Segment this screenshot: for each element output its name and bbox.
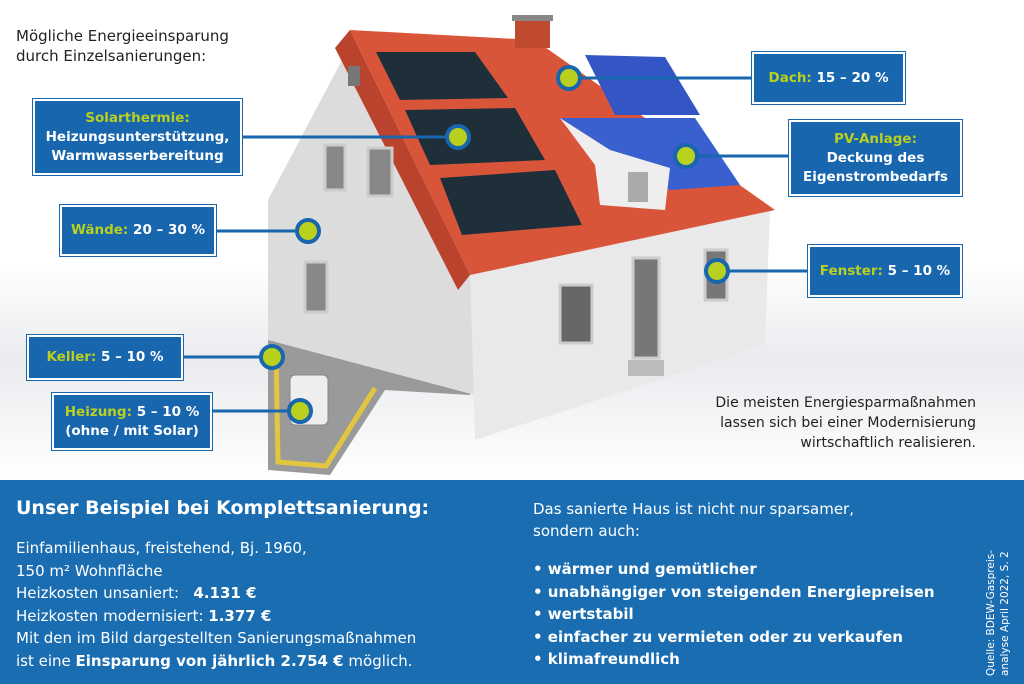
cost-modernisiert: 1.377 € [208,606,272,625]
label-dach: Dach: 15 – 20 % [752,52,905,104]
intro-line: durch Einzelsanierungen: [16,47,207,65]
detail-line: Heizkosten modernisiert: 1.377 € [16,606,272,625]
label-title: Fenster: [819,262,883,279]
label-text: Eigenstrombedarfs [803,168,948,185]
label-title: PV-Anlage: [834,130,917,147]
marker-dot-waende [295,218,321,244]
label-pv-anlage: PV-Anlage: Deckung des Eigenstrombedarfs [789,120,962,196]
label-value: 5 – 10 % [101,349,164,365]
marker-dot-solarthermie [445,124,471,150]
detail-line: 150 m² Wohnfläche [16,561,163,580]
example-title: Unser Beispiel bei Komplettsanierung: [16,497,430,519]
detail-line: Mit den im Bild dargestellten Sanierungs… [16,629,417,647]
label-title: Dach: [768,69,812,86]
marker-dot-heizung [287,398,313,424]
benefits-intro: Das sanierte Haus ist nicht nur sparsame… [533,498,854,542]
label-value: 15 – 20 % [816,69,889,86]
label-title: Solarthermie: [85,109,190,126]
label-heizung: Heizung: 5 – 10 % (ohne / mit Solar) [52,393,212,450]
savings: Einsparung von jährlich 2.754 € [75,651,344,670]
marker-dot-pv [673,143,699,169]
label-fenster: Fenster: 5 – 10 % [808,245,962,297]
list-item: • wärmer und gemütlicher [533,560,757,578]
detail-line: Heizkosten unsaniert: 4.131 € [16,584,257,602]
note-line: wirtschaftlich realisieren. [800,435,976,451]
list-item: • einfacher zu vermieten oder zu verkauf… [533,627,903,646]
label-keller: Keller: 5 – 10 % [27,335,183,380]
list-item: • klimafreundlich [533,650,680,668]
illustration: Mögliche Energieeinsparung durch Einzels… [0,0,1024,480]
cost-unsaniert: 4.131 € [193,584,257,602]
label-value: 5 – 10 % [887,262,951,279]
label-title: Keller: [46,349,97,365]
label-solarthermie: Solarthermie: Heizungsunterstützung, War… [33,99,242,175]
list-item: • wertstabil [533,605,634,623]
note-text: Die meisten Energiesparmaßnahmen lassen … [715,393,976,453]
label-value: 20 – 30 % [133,222,205,238]
marker-dot-keller [259,344,285,370]
label-waende: Wände: 20 – 30 % [60,205,216,256]
house-illustration [183,15,808,475]
list-item: • unabhängiger von steigenden Energiepre… [533,582,935,601]
label-title: Wände: [70,222,129,238]
benefits-line: sondern auch: [533,522,640,540]
label-value: 5 – 10 % [136,403,200,420]
detail-line: ist eine Einsparung von jährlich 2.754 €… [16,651,413,670]
marker-dot-dach [556,65,582,91]
label-text: (ohne / mit Solar) [65,422,199,439]
note-line: lassen sich bei einer Modernisierung [720,415,976,431]
label-title: Heizung: [64,403,132,420]
benefits-line: Das sanierte Haus ist nicht nur sparsame… [533,500,854,518]
source-line: analyse April 2022, S. 2 [999,551,1011,676]
source-line: Quelle: BDEW-Gaspreis- [985,549,997,676]
label-text: Deckung des [826,149,925,166]
detail-line: Einfamilienhaus, freistehend, Bj. 1960, [16,539,307,557]
example-panel: Unser Beispiel bei Komplettsanierung: Ei… [0,480,1024,684]
label-text: Warmwasserbereitung [51,147,224,164]
intro-text: Mögliche Energieeinsparung durch Einzels… [16,26,229,66]
note-line: Die meisten Energiesparmaßnahmen [715,395,976,411]
intro-line: Mögliche Energieeinsparung [16,27,229,45]
label-text: Heizungsunterstützung, [45,128,230,145]
source-note: Quelle: BDEW-Gaspreis- analyse April 202… [984,486,1012,676]
example-details: Einfamilienhaus, freistehend, Bj. 1960, … [16,537,416,672]
marker-dot-fenster [704,258,730,284]
benefits-list: • wärmer und gemütlicher • unabhängiger … [533,558,935,671]
